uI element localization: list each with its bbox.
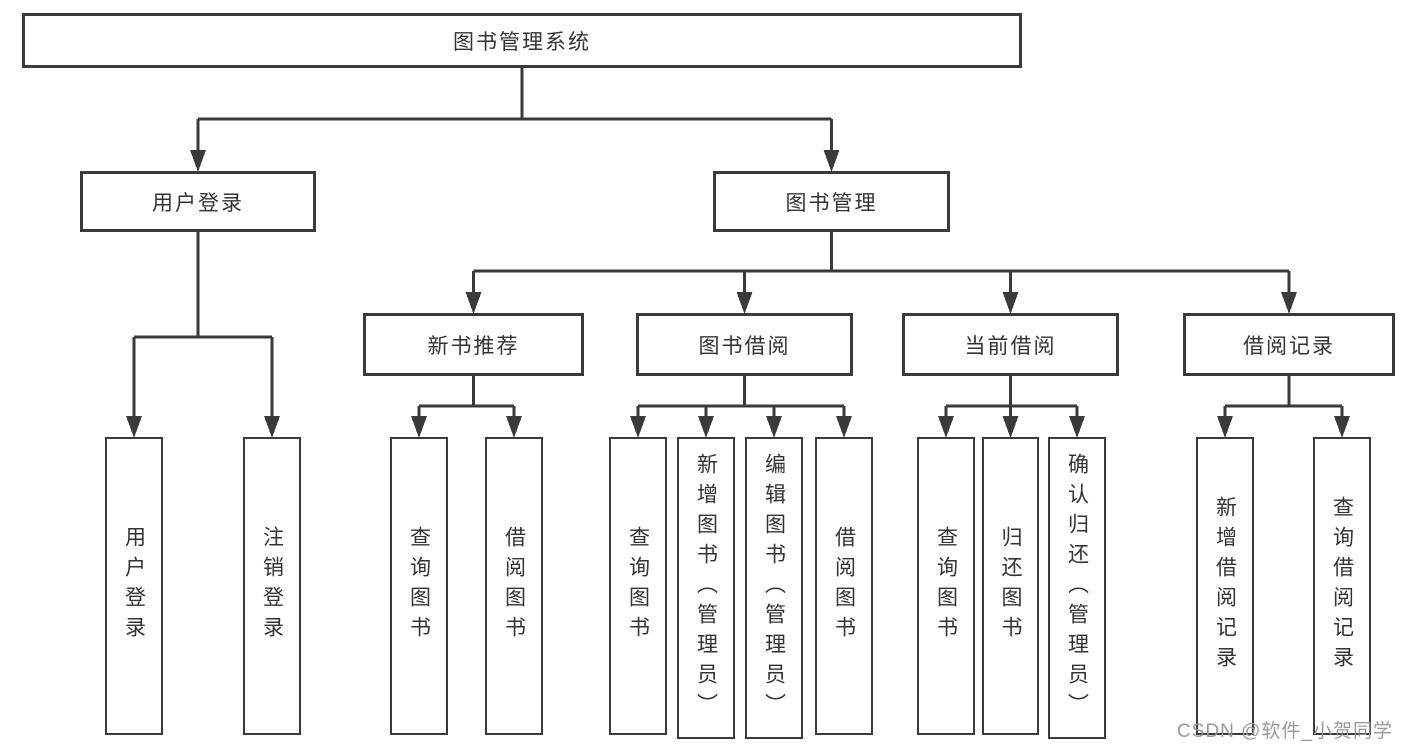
arrowhead-down	[1002, 292, 1019, 314]
node-label-r-add: 新增借阅记录	[1213, 496, 1237, 676]
arrowhead-down	[126, 416, 142, 438]
diagram-node-new-books: 新书推荐	[363, 313, 584, 376]
node-label-root: 图书管理系统	[453, 30, 591, 54]
node-label-new-books: 新书推荐	[427, 334, 520, 358]
diagram-node-borrow: 图书借阅	[636, 313, 853, 376]
arrowhead-down	[1334, 416, 1350, 438]
diagram-node-b-query: 查询图书	[609, 437, 667, 735]
arrowhead-down	[465, 292, 482, 314]
arrowhead-down	[823, 150, 840, 172]
diagram-node-login-leaf: 用户登录	[105, 437, 163, 735]
arrowhead-down	[190, 150, 206, 172]
arrowhead-down	[630, 416, 646, 438]
node-label-book-mgmt: 图书管理	[785, 191, 878, 215]
diagram-node-r-add: 新增借阅记录	[1196, 437, 1254, 735]
node-label-b-borrow: 借阅图书	[832, 526, 856, 646]
arrowhead-down	[938, 416, 954, 438]
diagram-node-c-query: 查询图书	[917, 437, 975, 735]
diagram-node-b-borrow: 借阅图书	[815, 437, 873, 735]
csdn-watermark: CSDN @软件_小贺同学	[1177, 721, 1393, 742]
arrowhead-down	[411, 416, 427, 438]
arrowhead-down	[1217, 416, 1233, 438]
arrowhead-down	[698, 416, 714, 438]
arrowhead-down	[1281, 292, 1297, 314]
node-label-b-query: 查询图书	[626, 526, 650, 646]
arrowhead-down	[1002, 416, 1019, 438]
node-label-logout-leaf: 注销登录	[260, 526, 284, 646]
diagram-node-r-query: 查询借阅记录	[1313, 437, 1371, 735]
arrowhead-down	[1069, 416, 1085, 438]
node-label-nb-borrow: 借阅图书	[502, 526, 526, 646]
arrowhead-down	[506, 416, 522, 438]
node-label-c-return: 归还图书	[999, 526, 1022, 646]
arrowhead-down	[836, 416, 852, 438]
node-label-records: 借阅记录	[1243, 334, 1335, 358]
node-label-b-edit: 编辑图书（管理员）	[762, 453, 786, 723]
diagram-node-nb-query: 查询图书	[390, 437, 448, 735]
node-label-borrow: 图书借阅	[698, 334, 791, 358]
node-label-b-add: 新增图书（管理员）	[694, 453, 718, 723]
arrowhead-down	[264, 416, 280, 438]
diagram-node-user-login: 用户登录	[80, 171, 316, 232]
node-label-c-query: 查询图书	[934, 526, 958, 646]
diagram-node-b-edit: 编辑图书（管理员）	[745, 437, 803, 739]
node-label-c-confirm: 确认归还（管理员）	[1065, 453, 1089, 723]
diagram-node-current: 当前借阅	[902, 313, 1119, 376]
node-label-login-leaf: 用户登录	[122, 526, 146, 646]
arrowhead-down	[766, 416, 782, 438]
diagram-node-records: 借阅记录	[1183, 313, 1395, 376]
arrowhead-down	[736, 292, 753, 314]
diagram-node-c-confirm: 确认归还（管理员）	[1048, 437, 1106, 739]
diagram-node-c-return: 归还图书	[982, 437, 1039, 735]
diagram-node-root: 图书管理系统	[22, 13, 1022, 68]
node-label-user-login: 用户登录	[152, 191, 244, 215]
node-label-nb-query: 查询图书	[407, 526, 431, 646]
diagram-node-logout-leaf: 注销登录	[243, 437, 301, 735]
node-label-r-query: 查询借阅记录	[1330, 496, 1354, 676]
diagram-node-nb-borrow: 借阅图书	[485, 437, 543, 735]
diagram-node-b-add: 新增图书（管理员）	[677, 437, 735, 739]
node-label-current: 当前借阅	[964, 334, 1057, 358]
diagram-node-book-mgmt: 图书管理	[713, 171, 950, 232]
